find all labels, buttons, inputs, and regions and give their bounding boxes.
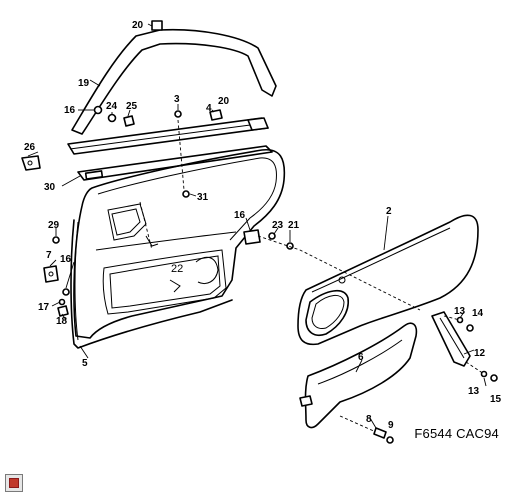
screw-16-left	[62, 288, 70, 296]
callout-label: 3	[174, 94, 180, 105]
callout-label: 2	[386, 206, 392, 217]
clip-20	[209, 109, 223, 121]
lower-door-pocket	[304, 322, 418, 429]
callout-label: 26	[24, 142, 36, 153]
screw-8	[373, 427, 387, 439]
clip-26	[21, 155, 41, 171]
callout-label: 20	[218, 96, 230, 107]
fastener-24	[107, 113, 117, 123]
door-trim-panel	[297, 214, 479, 346]
callout-label: 16	[64, 105, 76, 116]
door-handle-22	[195, 256, 219, 284]
door-inner-panel	[73, 149, 286, 339]
diagram-reference-code: F6544 CAC94	[414, 426, 499, 441]
strip-end-cap	[247, 117, 269, 131]
inner-window-strip	[77, 145, 273, 181]
callout-label: 8	[366, 414, 372, 425]
trim-armrest-cutout	[305, 290, 350, 336]
callout-label: 4	[206, 103, 212, 114]
clip-18	[57, 305, 69, 317]
callout-label: 18	[56, 316, 68, 327]
callout-labels: 20 19 16 24 25 3 4 20 26 30 31 29 16 7 1…	[24, 20, 502, 431]
stop-icon[interactable]	[5, 474, 23, 492]
clip-20-top	[151, 20, 163, 31]
door-window-opening	[107, 203, 147, 241]
callout-label: 13	[468, 386, 480, 397]
screw-29	[52, 236, 60, 244]
screw-17	[58, 298, 66, 306]
stop-icon-glyph	[9, 478, 19, 488]
callout-label: 6	[358, 352, 364, 363]
clip-16-right	[243, 229, 261, 245]
callout-label: 13	[454, 306, 466, 317]
callout-label: 20	[132, 20, 144, 31]
callout-label: 7	[46, 250, 52, 261]
callout-label: 21	[288, 220, 300, 231]
screw-23	[268, 232, 276, 240]
clip-25	[123, 115, 135, 127]
callout-label: 12	[474, 348, 486, 359]
callout-label: 14	[472, 308, 484, 319]
callout-label: 16	[60, 254, 72, 265]
callout-label: 31	[197, 192, 209, 203]
door-seal-strip	[70, 219, 233, 349]
screw-3	[174, 110, 182, 118]
callout-label: 17	[38, 302, 50, 313]
bracket-7	[43, 265, 59, 283]
callout-label: 16	[234, 210, 246, 221]
callout-label: 29	[48, 220, 60, 231]
screw-14	[466, 324, 474, 332]
screw-21	[286, 242, 294, 250]
screw-31	[182, 190, 190, 198]
callout-label: 9	[388, 420, 394, 431]
callout-label: 24	[106, 101, 118, 112]
callout-label: 30	[44, 182, 56, 193]
window-frame-moulding	[71, 28, 277, 135]
leader-lines	[27, 23, 487, 429]
pull-handle-bracket	[431, 311, 471, 367]
door-pocket	[102, 249, 227, 315]
callout-label: 5	[82, 358, 88, 369]
callout-label: 22	[171, 263, 183, 275]
screw-13-bottom	[480, 370, 488, 378]
screw-15	[490, 374, 498, 382]
callout-label: 23	[272, 220, 284, 231]
callout-label: 25	[126, 101, 138, 112]
screw-9	[386, 436, 394, 444]
fastener-16	[93, 105, 103, 115]
callout-label: 15	[490, 394, 502, 405]
callout-label: 19	[78, 78, 90, 89]
screw-13-top	[456, 316, 464, 324]
